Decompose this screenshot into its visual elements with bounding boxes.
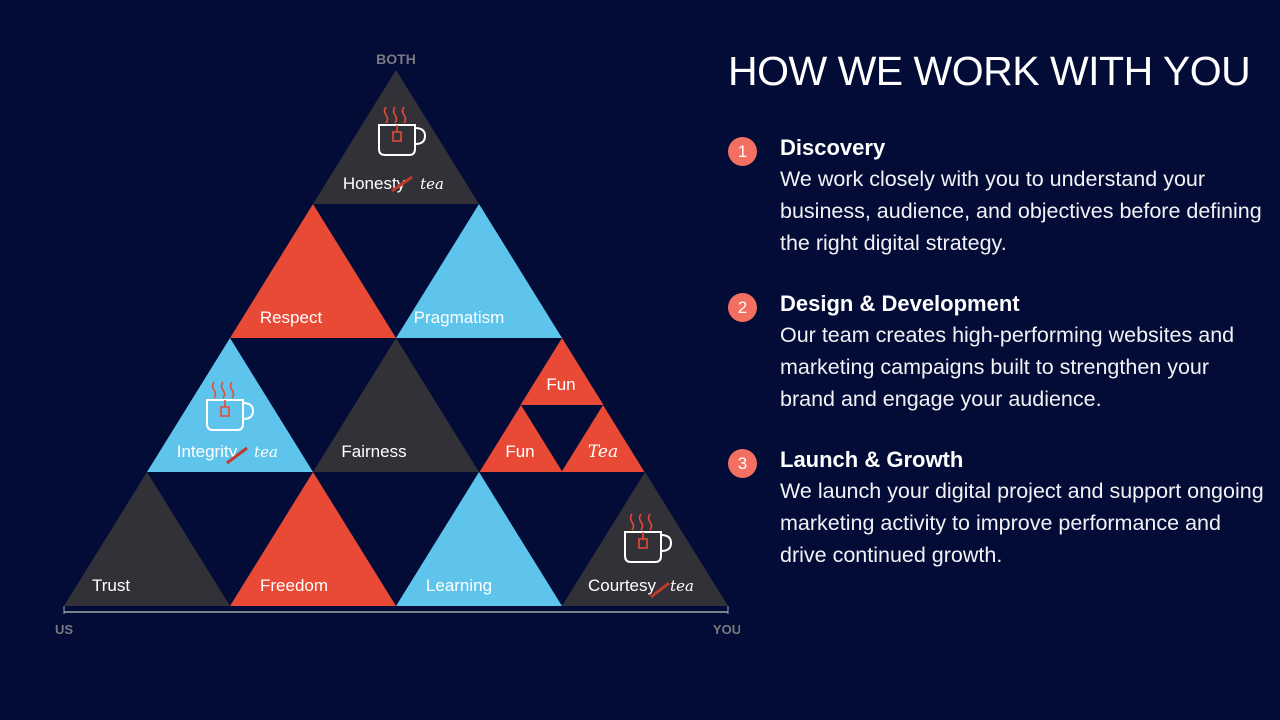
label-tea: Tea — [588, 442, 618, 462]
label-learning: Learning — [426, 576, 492, 595]
triangle-pragmatism — [396, 204, 562, 338]
triangle-honesty — [313, 70, 479, 204]
triangle-respect — [230, 204, 396, 338]
page-title: HOW WE WORK WITH YOU — [728, 48, 1251, 94]
step-heading: Discovery — [780, 135, 886, 160]
strike-mark — [226, 446, 248, 465]
note-honesty: tea — [420, 175, 444, 193]
label-freedom: Freedom — [260, 576, 328, 595]
triangle-learning — [396, 472, 562, 606]
step-number-badge: 1 — [728, 137, 757, 166]
triangle-fun-left — [479, 405, 563, 472]
axis-label-us: US — [55, 622, 73, 637]
step-number-badge: 3 — [728, 449, 757, 478]
triangle-tea — [561, 405, 645, 472]
label-courtesy: Courtesy — [588, 576, 657, 595]
triangle-integrity — [147, 338, 313, 472]
triangle-fun-top — [520, 338, 604, 405]
tea-cup-icon — [378, 106, 427, 156]
process-panel: HOW WE WORK WITH YOU 1 Discovery We work… — [728, 48, 1268, 601]
values-pyramid: BOTH US YOU Honesty tea Respect Pragmati… — [55, 51, 740, 637]
triangle-freedom — [230, 472, 396, 606]
tea-cup-icon — [206, 381, 255, 431]
step-launch-growth: 3 Launch & Growth We launch your digital… — [728, 445, 1268, 571]
label-respect: Respect — [260, 308, 323, 327]
triangle-fairness — [313, 338, 479, 472]
step-body: We launch your digital project and suppo… — [780, 479, 1264, 567]
note-integrity: tea — [254, 443, 278, 461]
tea-cup-icon — [624, 513, 673, 563]
step-design-development: 2 Design & Development Our team creates … — [728, 289, 1268, 415]
axis-label-both: BOTH — [376, 51, 416, 67]
step-discovery: 1 Discovery We work closely with you to … — [728, 133, 1268, 259]
label-integrity: Integrity — [177, 442, 238, 461]
step-heading: Launch & Growth — [780, 447, 964, 472]
step-body: Our team creates high-performing website… — [780, 323, 1235, 411]
triangle-trust — [64, 472, 230, 606]
label-trust: Trust — [92, 576, 130, 595]
label-fun-top: Fun — [546, 375, 575, 394]
label-fun-left: Fun — [505, 442, 534, 461]
strike-mark — [391, 175, 413, 193]
step-number-badge: 2 — [728, 293, 757, 322]
label-pragmatism: Pragmatism — [414, 308, 505, 327]
axis-label-you: YOU — [713, 622, 740, 637]
note-courtesy: tea — [670, 577, 694, 595]
step-heading: Design & Development — [780, 291, 1020, 316]
label-fairness: Fairness — [341, 442, 406, 461]
label-honesty: Honesty — [343, 174, 406, 193]
strike-mark — [650, 581, 670, 599]
step-body: We work closely with you to understand y… — [780, 167, 1262, 255]
